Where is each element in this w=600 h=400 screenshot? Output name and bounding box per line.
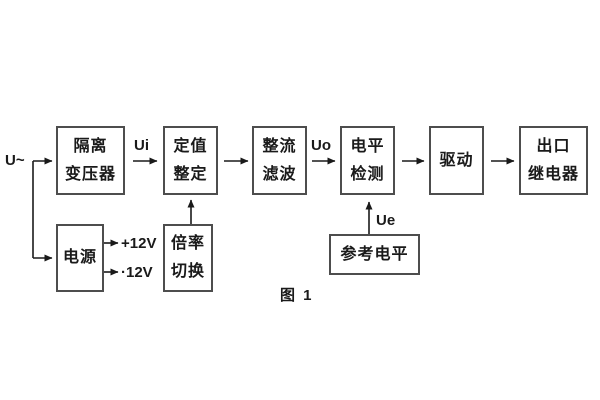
block-label-line: 整定 bbox=[173, 165, 208, 183]
block-rectifier-filter: 整流 滤波 bbox=[252, 126, 307, 195]
block-label-line: 整流 bbox=[262, 137, 297, 155]
block-label-line: 驱动 bbox=[439, 151, 474, 169]
input-signal-label: U~ bbox=[5, 152, 25, 169]
block-label-line: 继电器 bbox=[527, 165, 579, 183]
block-output-relay: 出口 继电器 bbox=[519, 126, 588, 195]
plus-12v-label: +12V bbox=[121, 235, 157, 252]
block-label-line: 出口 bbox=[536, 137, 571, 155]
figure-caption: 图 1 bbox=[280, 287, 314, 304]
block-label-line: 检测 bbox=[350, 165, 385, 183]
uo-signal-label: Uo bbox=[311, 137, 331, 154]
block-ratio-switching: 倍率 切换 bbox=[163, 224, 213, 292]
block-label-line: 滤波 bbox=[262, 165, 297, 183]
block-label-line: 参考电平 bbox=[340, 245, 409, 263]
block-label-line: 隔离 bbox=[73, 137, 108, 155]
block-isolation-transformer: 隔离 变压器 bbox=[56, 126, 125, 195]
block-level-detection: 电平 检测 bbox=[340, 126, 395, 195]
block-reference-level: 参考电平 bbox=[329, 234, 420, 275]
block-label-line: 定值 bbox=[173, 137, 208, 155]
block-label-line: 切换 bbox=[170, 263, 205, 280]
block-label-line: 变压器 bbox=[64, 165, 116, 183]
block-setting-adjust: 定值 整定 bbox=[163, 126, 218, 195]
minus-12v-label: ·12V bbox=[121, 264, 153, 281]
block-label-line: 倍率 bbox=[170, 235, 205, 252]
ui-signal-label: Ui bbox=[134, 137, 149, 154]
block-label-line: 电平 bbox=[350, 137, 385, 155]
ue-signal-label: Ue bbox=[376, 212, 396, 229]
block-label-line: 电源 bbox=[62, 249, 97, 266]
block-power-supply: 电源 bbox=[56, 224, 104, 292]
block-driver: 驱动 bbox=[429, 126, 484, 195]
